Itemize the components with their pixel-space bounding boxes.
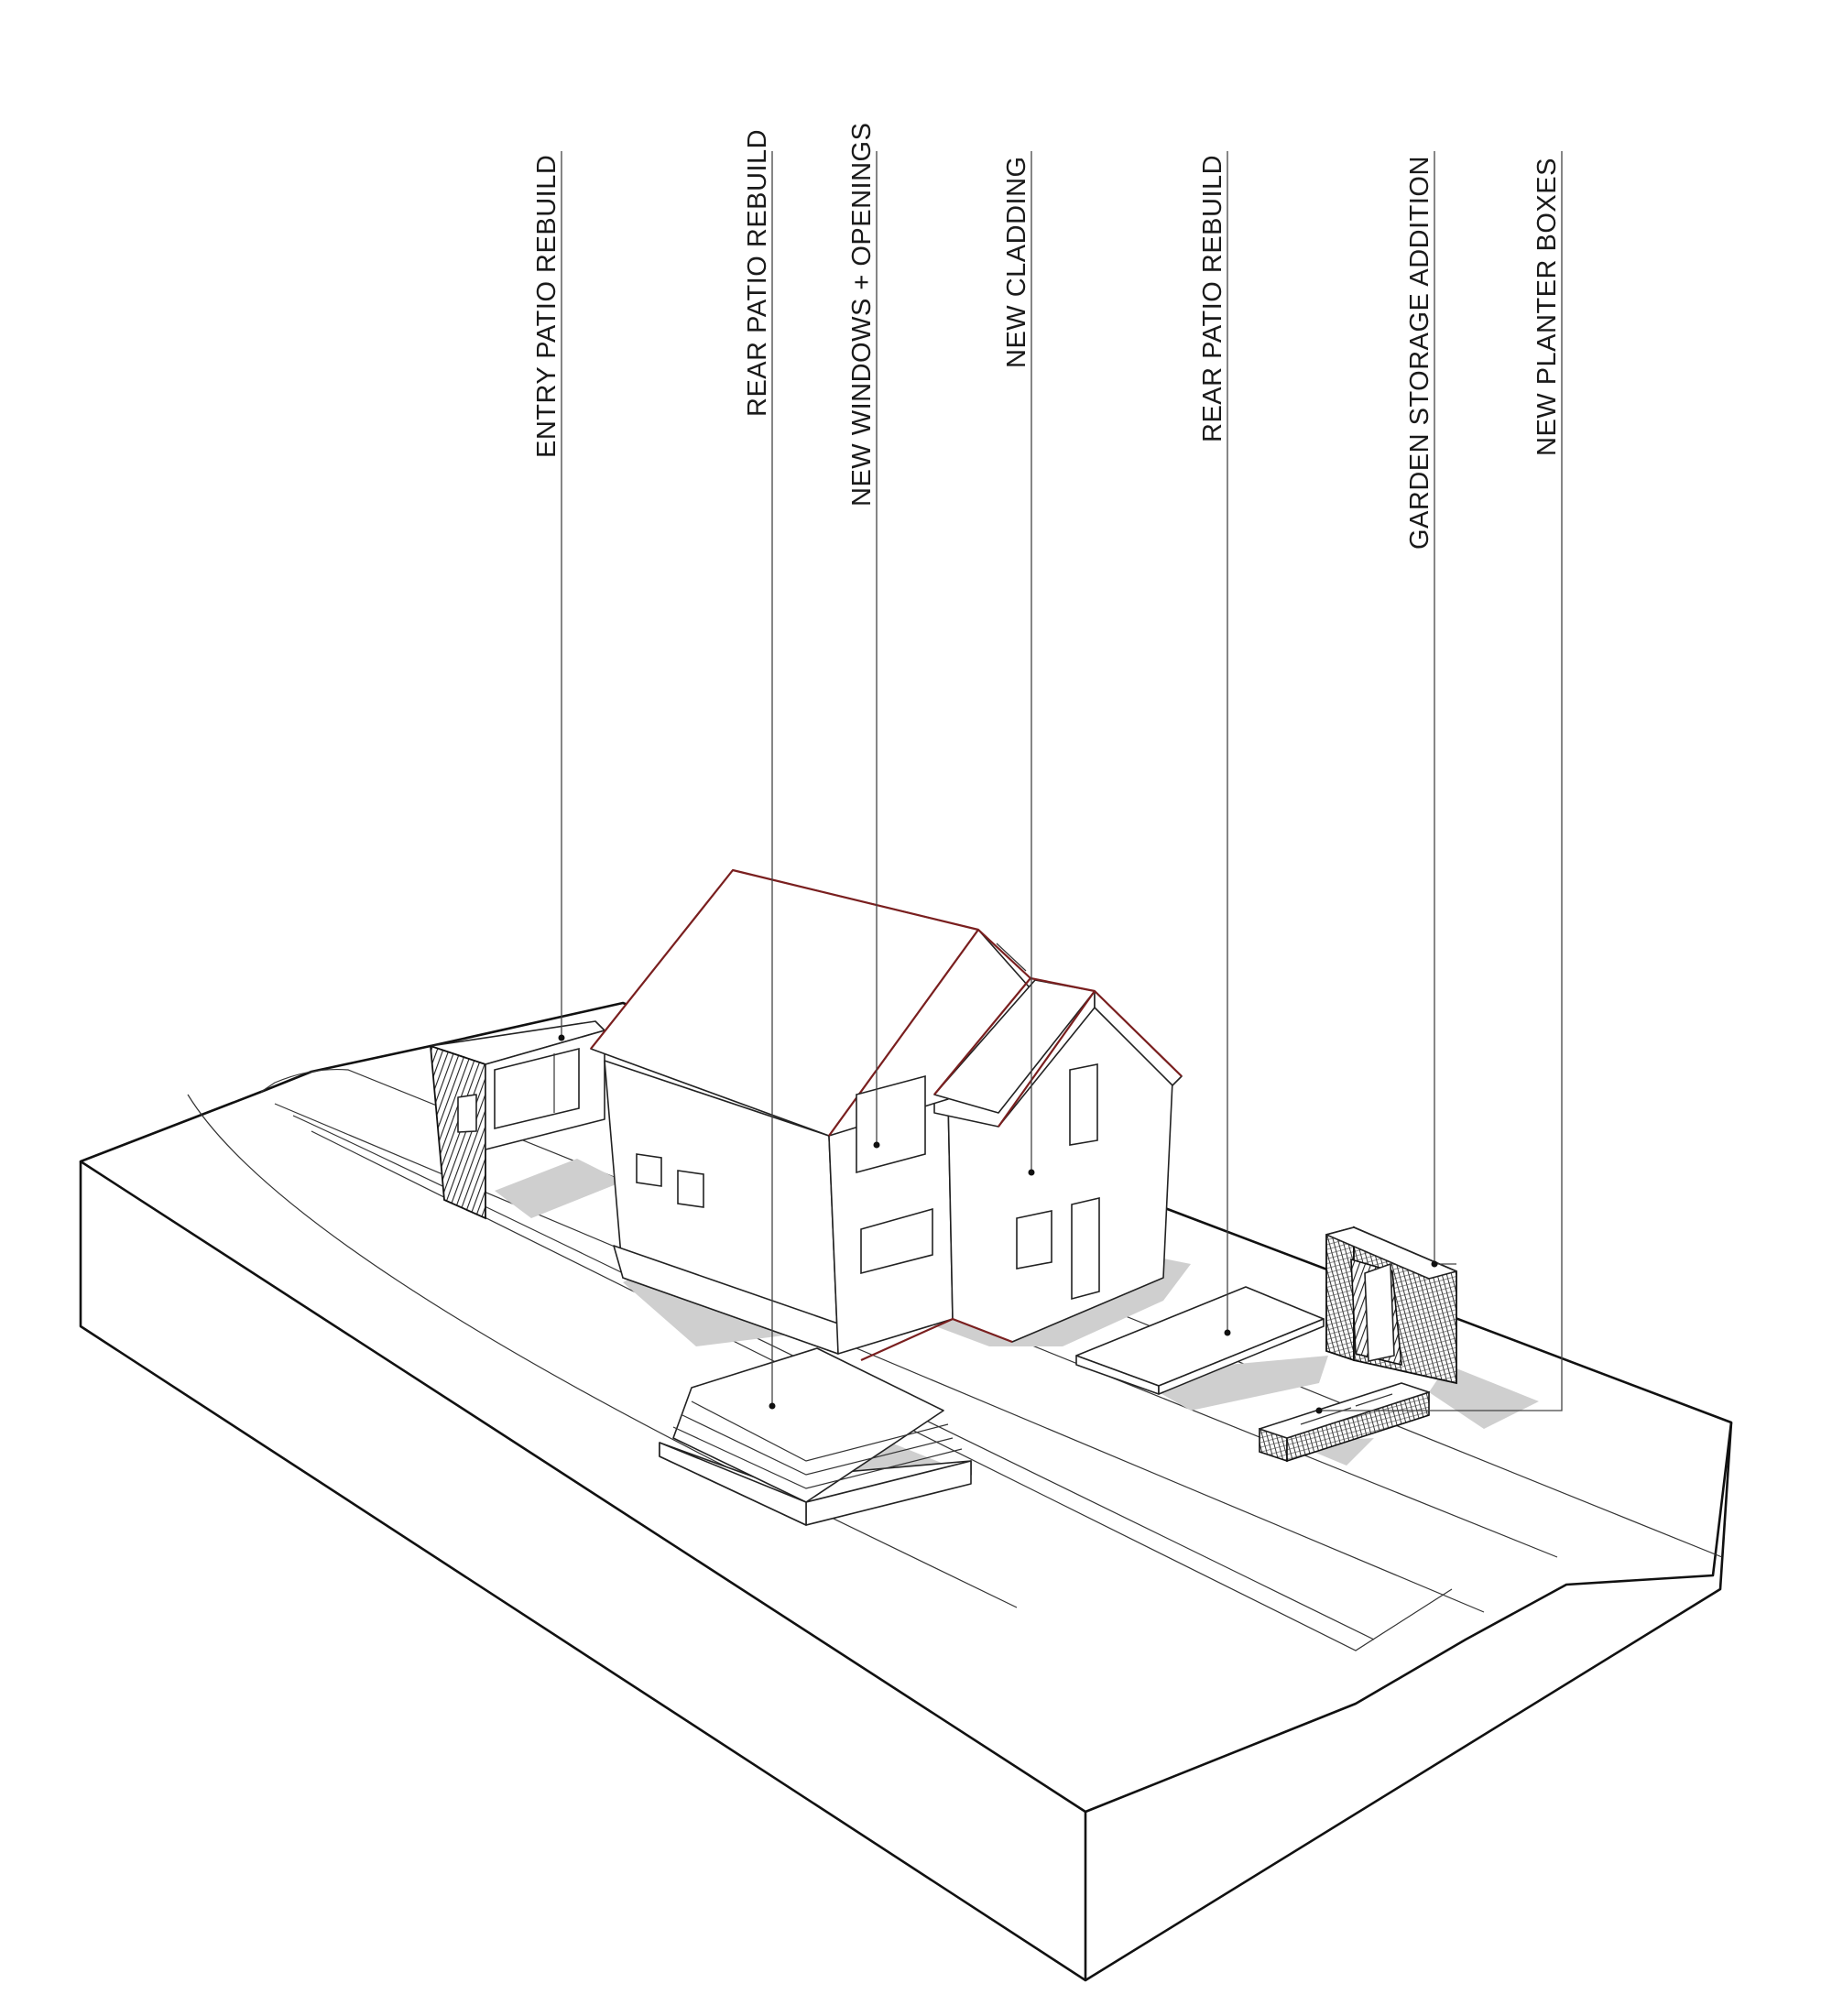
callout-labels: ENTRY PATIO REBUILD REAR PATIO REBUILD N… [532,123,1562,550]
leader-lines [558,151,1563,1414]
callout-new-cladding: NEW CLADDING [1002,156,1031,368]
house [590,868,1183,1362]
garden-storage [1325,1226,1457,1385]
callout-entry-patio-rebuild: ENTRY PATIO REBUILD [532,155,562,458]
rear-patio-slab [1075,1286,1325,1395]
callout-new-windows-openings: NEW WINDOWS + OPENINGS [847,123,877,507]
rear-patio-steps [659,1347,972,1526]
callout-new-planter-boxes: NEW PLANTER BOXES [1532,158,1562,456]
callout-rear-patio-rebuild-steps: REAR PATIO REBUILD [743,129,772,417]
callout-garden-storage-addition: GARDEN STORAGE ADDITION [1405,156,1434,550]
callout-rear-patio-rebuild-slab: REAR PATIO REBUILD [1198,155,1227,442]
